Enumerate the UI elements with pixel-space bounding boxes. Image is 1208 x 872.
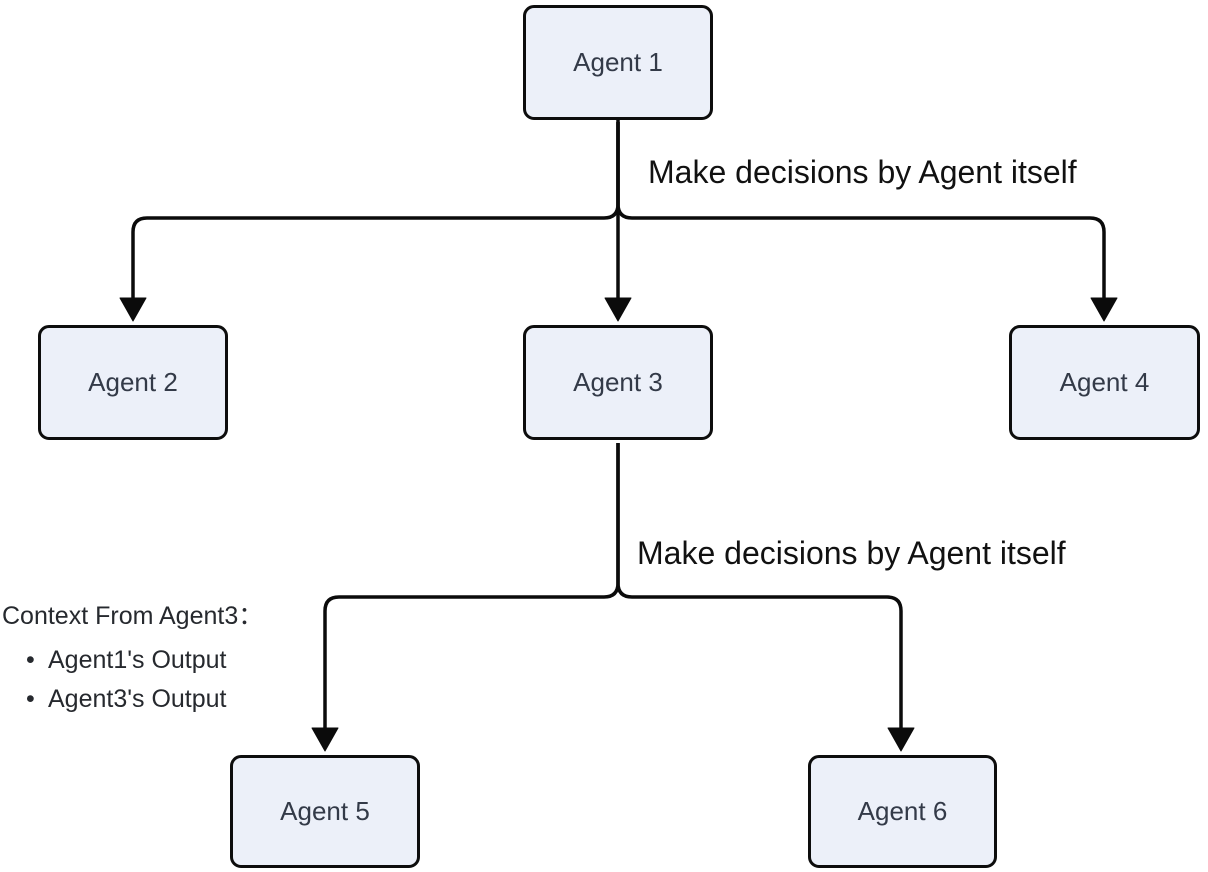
arrowhead-to-agent5 <box>311 727 339 752</box>
context-annotation: Context From Agent3： • Agent1's Output •… <box>2 600 263 719</box>
arrowhead-to-agent3 <box>604 297 632 322</box>
node-agent3-label: Agent 3 <box>573 367 663 397</box>
edge-agent3-agent6 <box>616 443 903 730</box>
node-agent5: Agent 5 <box>230 755 420 868</box>
edge-agent1-agent2 <box>131 122 620 300</box>
node-agent6: Agent 6 <box>808 755 997 868</box>
node-agent3: Agent 3 <box>523 325 713 440</box>
arrowhead-to-agent4 <box>1090 297 1118 322</box>
bullet-icon: • <box>26 646 35 674</box>
list-item: • Agent3's Output <box>2 680 263 719</box>
context-bullet-text: Agent3's Output <box>48 685 227 713</box>
edge-agent3-agent5 <box>323 443 620 730</box>
arrowhead-to-agent2 <box>119 297 147 322</box>
node-agent2: Agent 2 <box>38 325 228 440</box>
edge-agent1-agent4 <box>616 122 1106 300</box>
node-agent1-label: Agent 1 <box>573 47 663 77</box>
node-agent5-label: Agent 5 <box>280 796 370 826</box>
list-item: • Agent1's Output <box>2 641 263 680</box>
node-agent6-label: Agent 6 <box>857 796 948 826</box>
node-agent1: Agent 1 <box>523 5 713 120</box>
context-annotation-list: • Agent1's Output • Agent3's Output <box>2 641 263 719</box>
edge-label-bottom: Make decisions by Agent itself <box>637 535 1066 571</box>
context-annotation-title: Context From Agent3： <box>2 602 264 630</box>
bullet-icon: • <box>26 685 35 713</box>
node-agent4-label: Agent 4 <box>1059 367 1150 397</box>
arrowhead-to-agent6 <box>887 727 915 752</box>
node-agent2-label: Agent 2 <box>88 367 178 397</box>
node-agent4: Agent 4 <box>1009 325 1200 440</box>
context-bullet-text: Agent1's Output <box>48 646 227 674</box>
edge-label-top: Make decisions by Agent itself <box>648 154 1077 190</box>
